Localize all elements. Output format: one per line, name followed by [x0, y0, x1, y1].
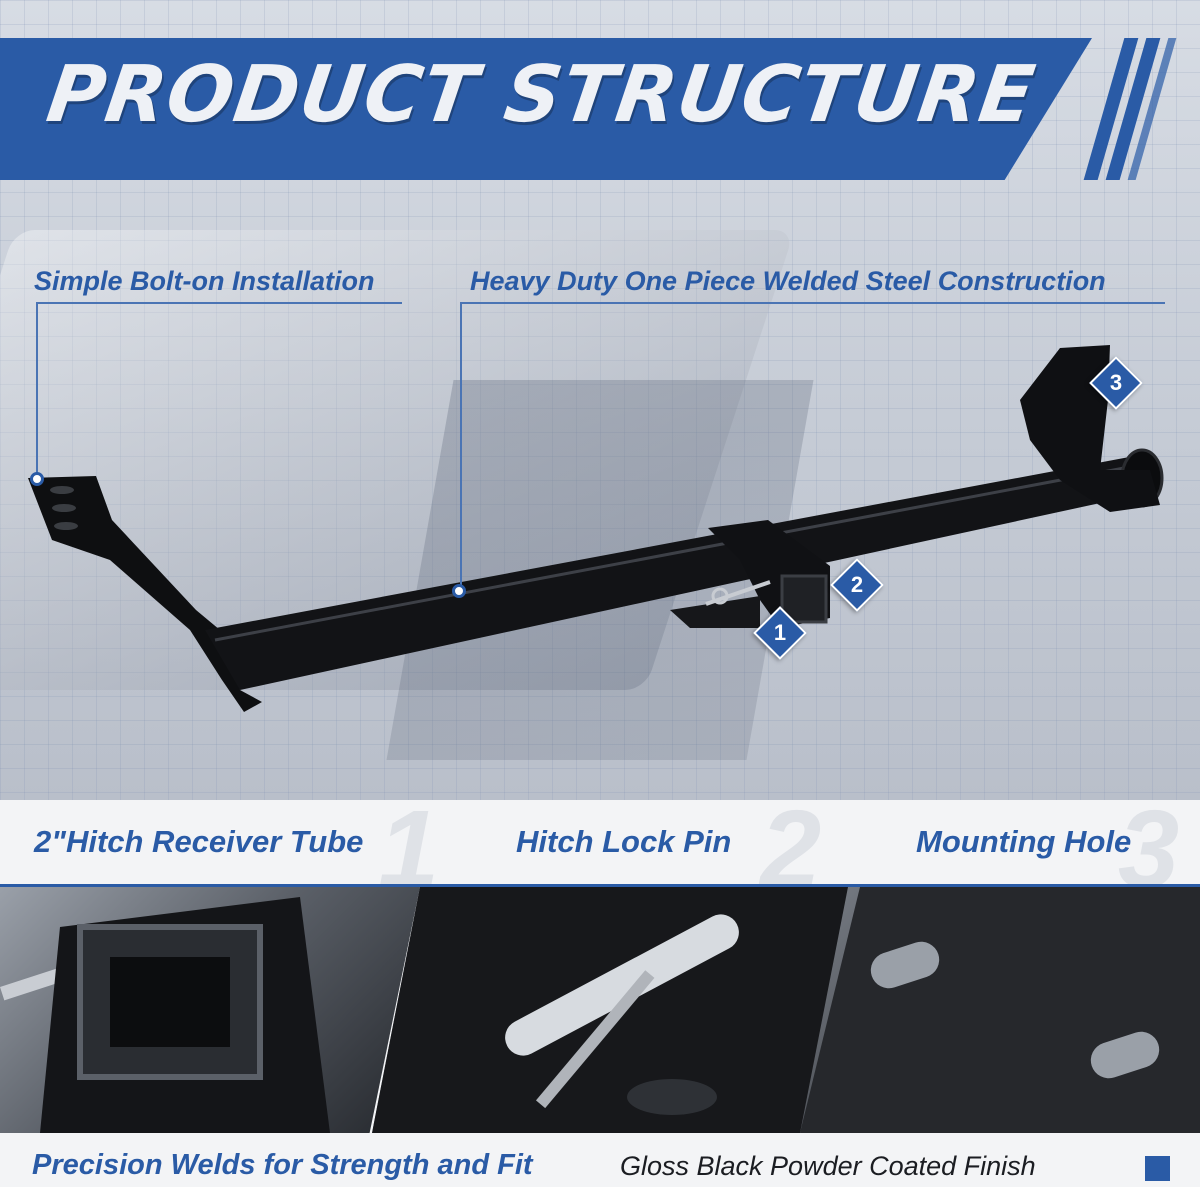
callout-line — [36, 302, 402, 304]
title-banner — [0, 38, 1092, 180]
feature-label-mounting-hole: Mounting Hole — [916, 824, 1132, 859]
receiver-tube-photo — [0, 887, 420, 1133]
mounting-hole-photo — [800, 887, 1200, 1133]
callout-dot — [452, 584, 466, 598]
footer-finish-text: Gloss Black Powder Coated Finish — [620, 1151, 1036, 1181]
callout-welded-steel: Heavy Duty One Piece Welded Steel Constr… — [470, 266, 1106, 296]
feature-labels-row: 1 2 3 2"Hitch Receiver Tube Hitch Lock P… — [0, 795, 1200, 905]
footer-welds-text: Precision Welds for Strength and Fit — [32, 1149, 533, 1181]
lock-pin-photo — [372, 887, 852, 1133]
callout-line — [460, 302, 1165, 304]
footer: Precision Welds for Strength and Fit Glo… — [0, 1133, 1200, 1187]
trailer-hitch-illustration — [28, 345, 1164, 712]
feature-label-receiver-tube: 2"Hitch Receiver Tube — [34, 824, 364, 859]
callout-bolt-on: Simple Bolt-on Installation — [34, 266, 375, 296]
callout-dot — [30, 472, 44, 486]
color-swatch — [1145, 1156, 1170, 1181]
hero-image: PRODUCT STRUCTURE Simple Bolt-on Install… — [0, 0, 1200, 800]
callout-line — [36, 302, 38, 480]
feature-label-lock-pin: Hitch Lock Pin — [516, 824, 732, 859]
divider — [0, 884, 1200, 887]
page-title: PRODUCT STRUCTURE — [41, 50, 1041, 140]
callout-line — [460, 302, 462, 590]
detail-photos — [0, 887, 1200, 1133]
